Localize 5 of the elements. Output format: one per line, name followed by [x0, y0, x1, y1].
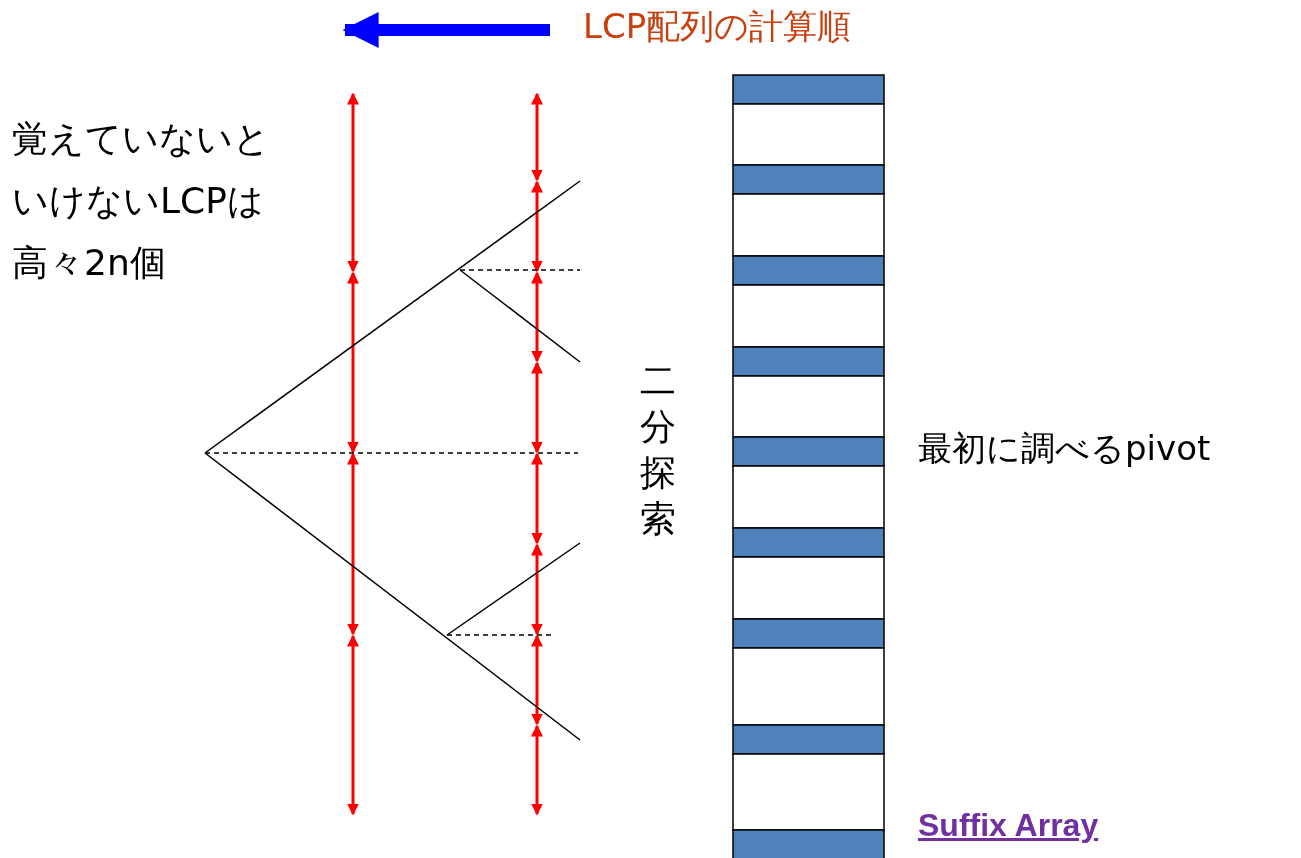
vertical-label: 二分探索: [640, 359, 677, 541]
pivot-label: 最初に調べるpivot: [918, 428, 1211, 469]
note-text: 覚えていないといけないLCPは高々2n個: [12, 117, 271, 285]
link-text: Suffix Array: [918, 806, 1099, 845]
heading-text: LCP配列の計算順: [583, 6, 852, 47]
